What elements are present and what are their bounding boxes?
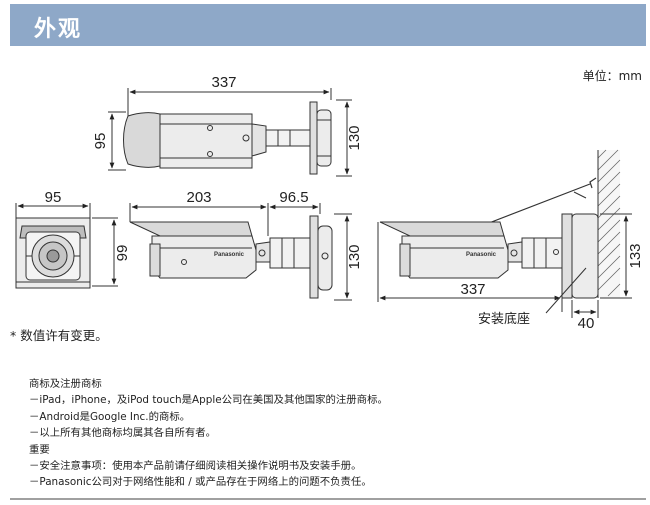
important-item: －Panasonic公司对于网络性能和 / 或产品存在于网络上的问题不负责任。 xyxy=(29,476,372,489)
dim-side-front: 203 xyxy=(186,189,211,206)
dim-install-width: 337 xyxy=(460,281,485,298)
dim-front-height: 99 xyxy=(114,245,131,262)
section-title: 外观 xyxy=(34,17,83,42)
trademark-title: 商标及注册商标 xyxy=(29,378,102,390)
trademark-item: －以上所有其他商标均属其各自所有者。 xyxy=(29,427,217,440)
install-brand-logo: Panasonic xyxy=(466,252,497,258)
dim-top-height: 95 xyxy=(92,133,109,150)
spec-change-note: * 数值许有变更。 xyxy=(10,328,108,343)
legal-notices: 商标及注册商标 －iPad，iPhone，及iPod touch是Apple公司… xyxy=(29,376,388,491)
trademark-item: －iPad，iPhone，及iPod touch是Apple公司在美国及其他国家… xyxy=(29,394,388,407)
dim-install-base: 40 xyxy=(578,315,595,330)
mount-base-label: 安装底座 xyxy=(478,311,530,327)
dim-top-width: 337 xyxy=(211,74,236,91)
dim-side-height: 130 xyxy=(346,244,363,269)
installation-view xyxy=(377,149,632,318)
dim-side-bracket: 96.5 xyxy=(279,189,308,206)
dim-front-width: 95 xyxy=(45,189,62,206)
trademark-item: －Android是Google Inc.的商标。 xyxy=(29,410,191,423)
bottom-rule xyxy=(10,498,646,500)
side-brand-logo: Panasonic xyxy=(214,252,245,258)
dim-install-height: 133 xyxy=(627,243,644,268)
outline-drawings: 337 95 130 95 99 xyxy=(15,74,644,330)
unit-label: 单位：mm xyxy=(582,69,642,83)
top-view xyxy=(108,88,352,177)
front-view xyxy=(15,203,118,289)
section-header: 外观 xyxy=(10,4,646,46)
important-item: －安全注意事项：使用本产品前请仔细阅读相关操作说明书及安装手册。 xyxy=(29,460,362,473)
dim-top-bracket-height: 130 xyxy=(346,125,363,150)
important-title: 重要 xyxy=(29,443,50,456)
side-view xyxy=(129,203,352,301)
